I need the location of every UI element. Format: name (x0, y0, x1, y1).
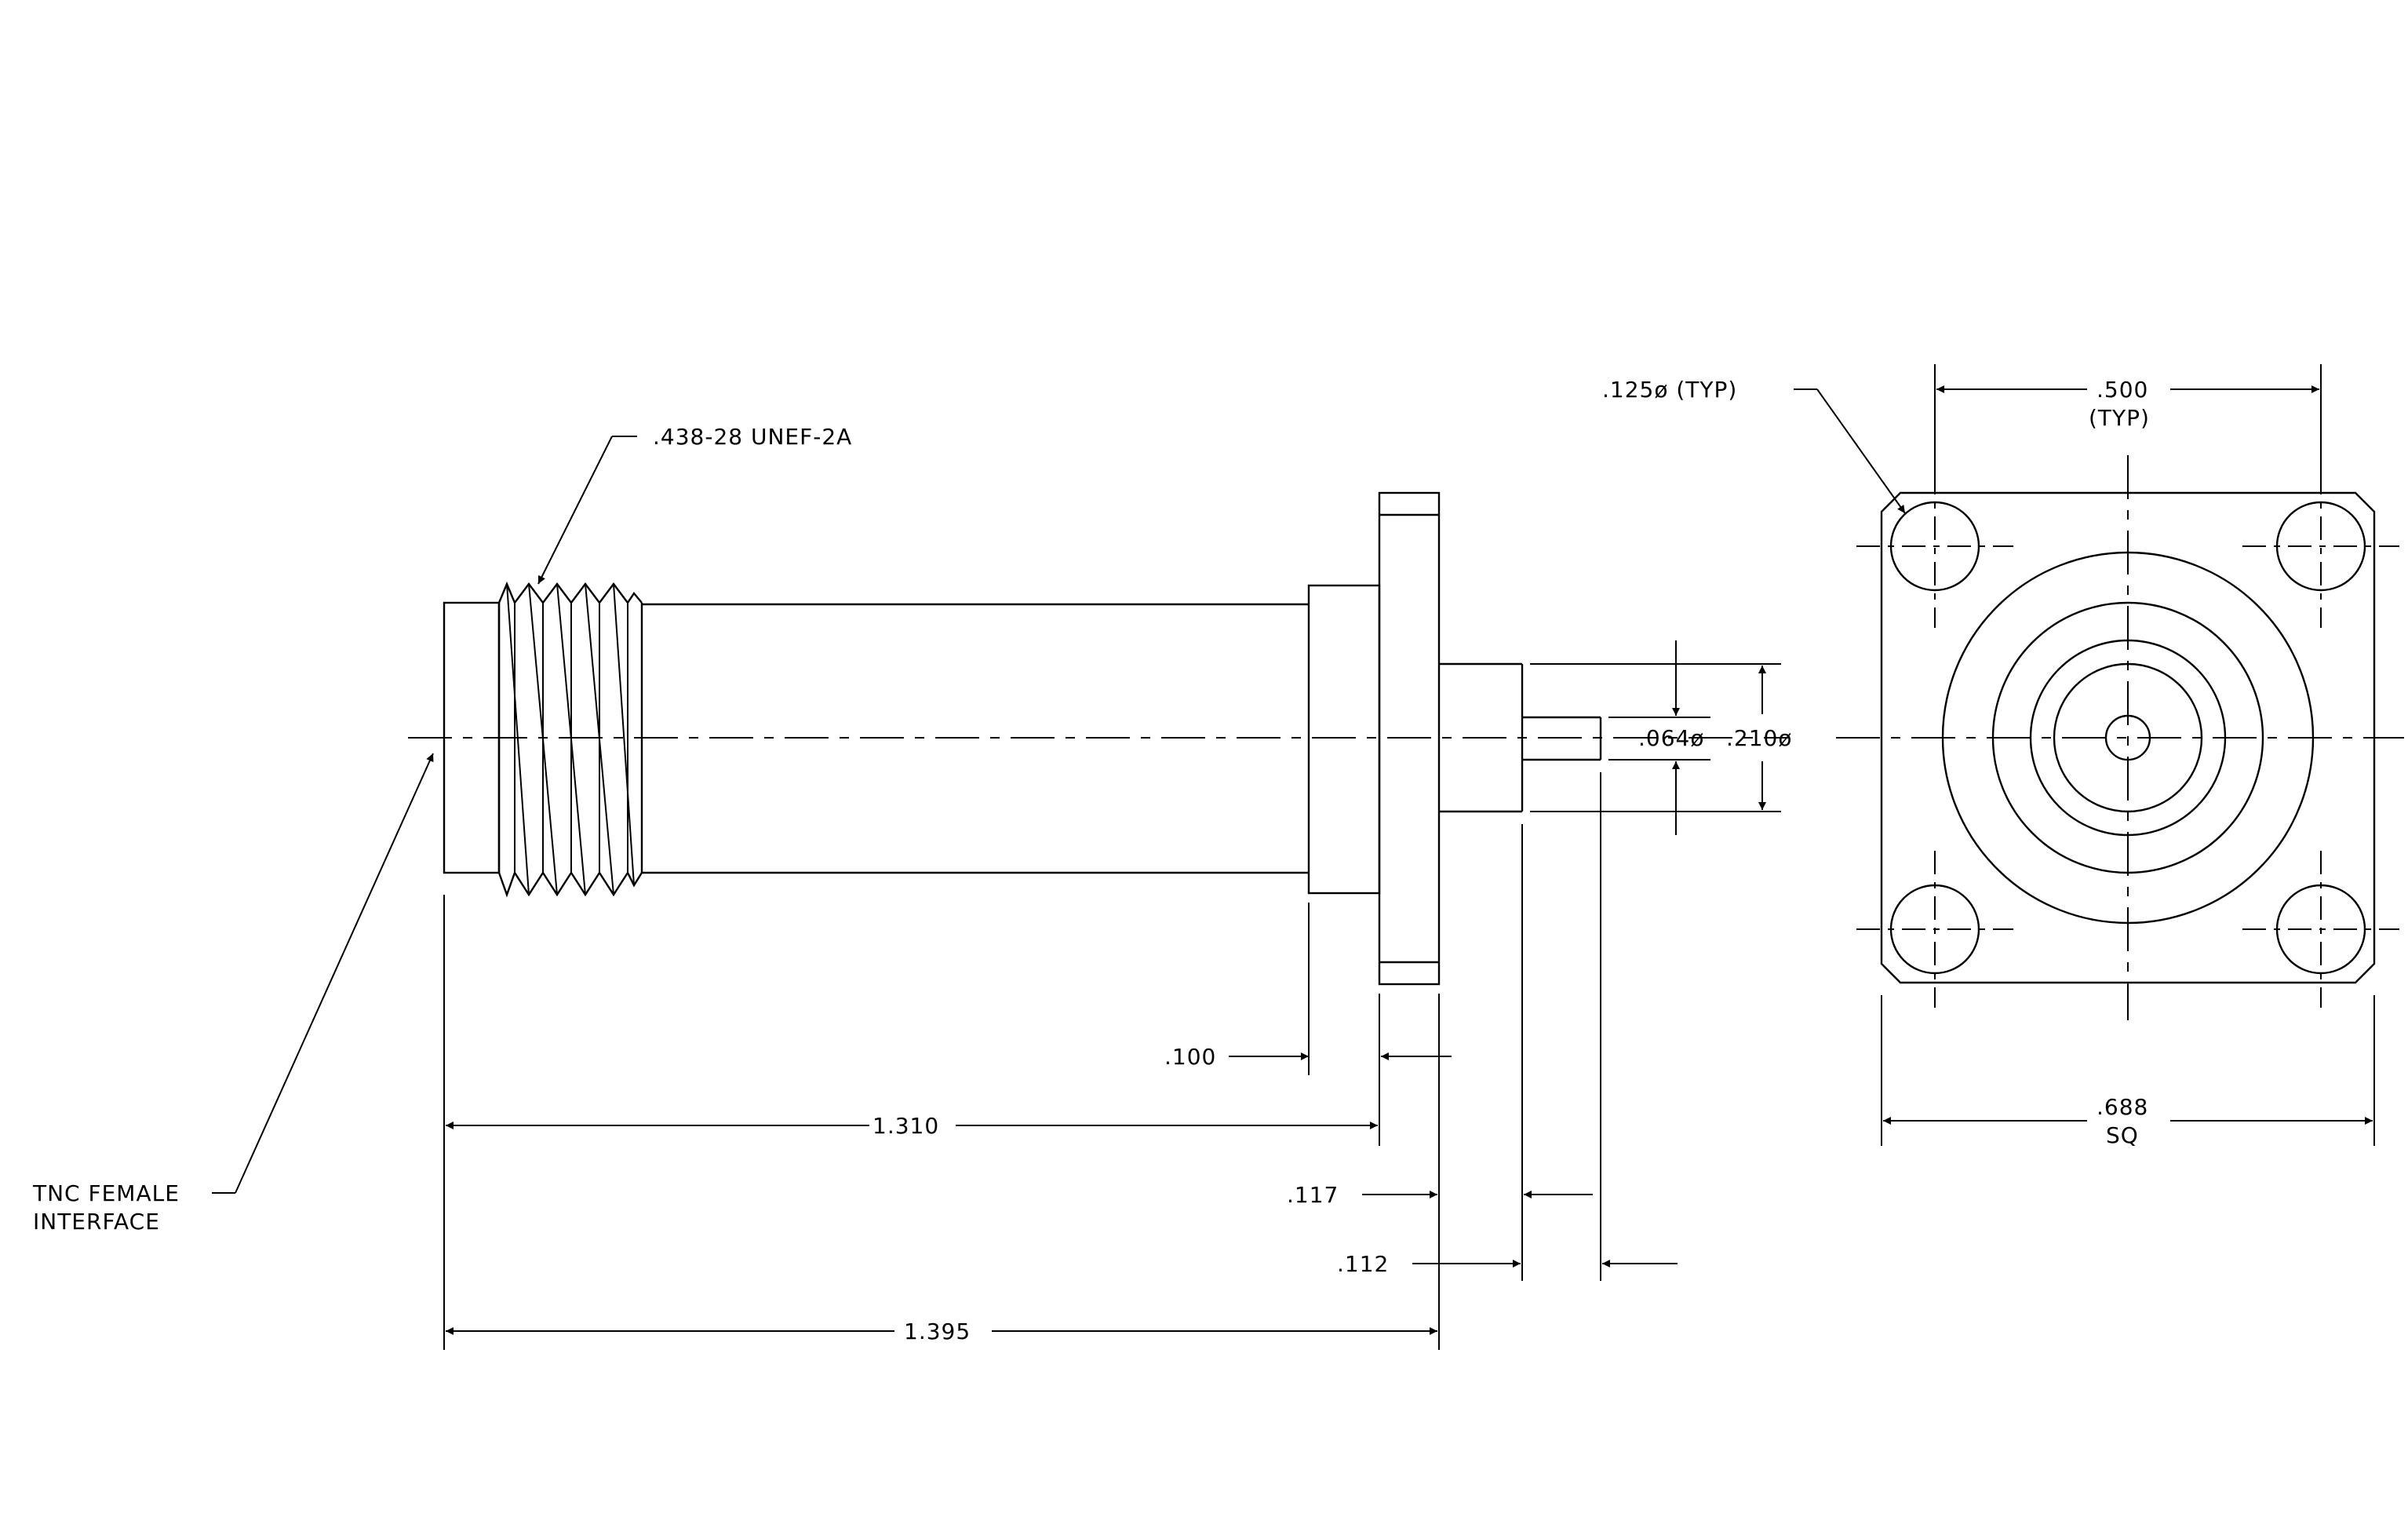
dim-1395: 1.395 (446, 1319, 1437, 1344)
thread-callout: .438-28 UNEF-2A (537, 424, 852, 585)
dim-112-label: .112 (1337, 1251, 1389, 1277)
thread-section (497, 581, 643, 898)
dim-112: .112 (1337, 1251, 1678, 1277)
shoulder-dia-label: .210ø (1726, 725, 1792, 751)
pin (1522, 716, 1602, 761)
hole-callout: .125ø (TYP) (1602, 377, 1906, 514)
dim-pin-dia: .064ø (1638, 640, 1704, 835)
side-view: .438-28 UNEF-2A TNC FEMALE INTERFACE .10… (32, 424, 1792, 1350)
extension-lines (443, 663, 1781, 1350)
dim-500-note: (TYP) (2089, 405, 2150, 431)
dim-688-note: SQ (2106, 1122, 2139, 1148)
dim-100: .100 (1164, 1044, 1452, 1070)
hole-dia-label: .125ø (TYP) (1602, 377, 1737, 403)
dim-117: .117 (1287, 1182, 1593, 1208)
front-extension-lines (1881, 364, 2375, 1146)
pin-dia-label: .064ø (1638, 725, 1704, 751)
hole-centerlines (1836, 455, 2404, 1020)
dim-shoulder-dia: .210ø (1726, 666, 1792, 810)
front-view: .500 (TYP) .688 SQ .125ø (TYP) (1602, 364, 2404, 1148)
dim-688-label: .688 (2097, 1094, 2148, 1120)
thread-label: .438-28 UNEF-2A (653, 424, 852, 450)
dim-1310-label: 1.310 (872, 1113, 939, 1139)
dim-117-label: .117 (1287, 1182, 1339, 1208)
dim-500-label: .500 (2097, 377, 2148, 403)
dim-1395-label: 1.395 (904, 1319, 971, 1344)
dim-1310: 1.310 (446, 1113, 1378, 1139)
flange-side (1378, 491, 1441, 986)
interface-callout: TNC FEMALE INTERFACE (32, 753, 434, 1235)
shoulder (1439, 662, 1524, 813)
interface-label-line2: INTERFACE (33, 1209, 160, 1235)
dim-100-label: .100 (1164, 1044, 1216, 1070)
interface-label-line1: TNC FEMALE (32, 1180, 180, 1206)
flange-square (1880, 491, 2376, 984)
collar (1307, 584, 1381, 895)
dim-688: .688 SQ (1883, 1094, 2373, 1148)
dim-500: .500 (TYP) (1936, 377, 2319, 431)
main-body (642, 603, 1309, 874)
